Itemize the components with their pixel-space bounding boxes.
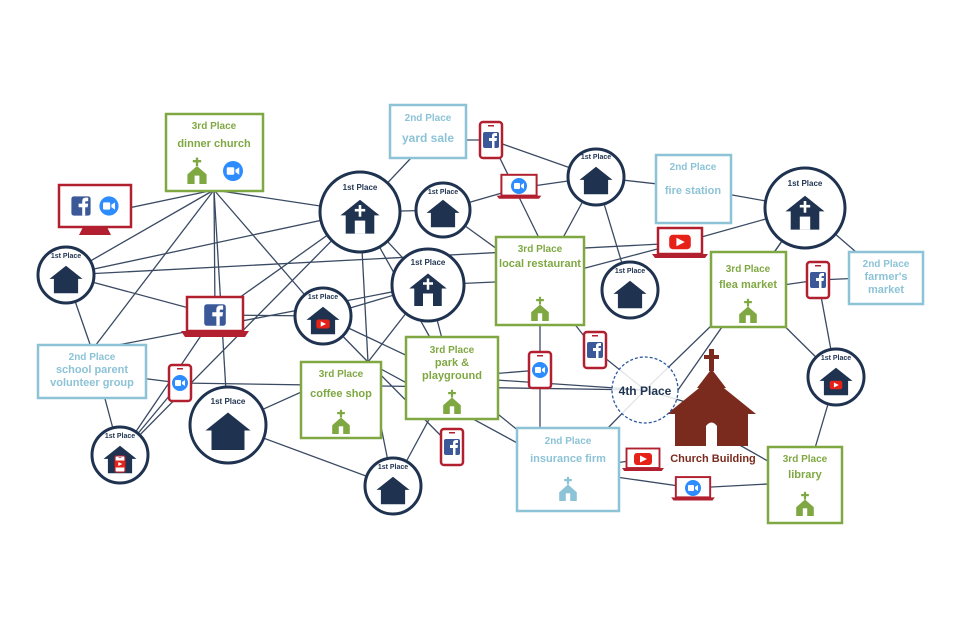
phone-icon [478,120,504,160]
fourth-place-label: 4th Place [619,384,672,398]
first-place-label: 1st Place [378,464,408,471]
first-place-node: 1st Place [318,170,402,254]
third-place-dinner-church: 3rd Place dinner church [164,112,265,193]
facebook-icon [444,439,460,455]
school-group-label: school parent volunteer group [50,364,134,389]
phone-icon [439,427,465,467]
zoom-icon [99,196,119,216]
first-place-node: 1st Place [600,260,660,320]
third-place-coffee-shop: 3rd Place coffee shop [299,360,383,440]
third-place-park-playground: 3rd Place park & playground [404,335,500,421]
first-place-label: 1st Place [308,294,338,301]
first-place-node: 1st Place [390,247,466,323]
first-place-node: 1st Place [363,456,423,516]
church-icon [667,349,756,446]
laptop-icon [650,226,710,260]
park-playground-label: park & playground [422,357,482,382]
coffee-shop-label: coffee shop [310,388,372,400]
dinner-church-label: dinner church [177,138,251,150]
church-building-label: Church Building [670,453,756,465]
first-place-label: 1st Place [51,253,81,260]
first-place-node: 1st Place [763,166,847,250]
laptop-icon [495,173,543,200]
first-place-node: 1st Place [293,286,353,346]
facebook-icon [810,272,826,288]
facebook-icon [204,304,226,326]
second-place-fire-station: 2nd Place fire station [654,153,733,225]
insurance-firm-label: insurance firm [530,453,606,465]
first-place-node: 1st Place [36,245,96,305]
first-place-label: 1st Place [615,268,645,275]
third-place-label: 3rd Place [430,345,475,356]
phone-icon [582,330,608,370]
youtube-icon [634,453,652,465]
first-place-node: 1st Place [90,425,150,485]
third-place-local-restaurant: 3rd Place local restaurant [494,235,586,327]
zoom-icon [511,178,527,194]
second-place-label: 2nd Place [545,436,592,447]
facebook-icon [587,342,603,358]
flea-market-label: flea market [719,279,777,291]
first-place-node: 1st Place [188,385,268,465]
first-place-label: 1st Place [105,433,135,440]
first-place-label: 1st Place [428,189,458,196]
second-place-label: 2nd Place [69,352,116,363]
first-place-label: 1st Place [821,355,851,362]
first-place-label: 1st Place [411,258,446,267]
phone-icon [527,350,553,390]
farmers-market-label: farmer's market [864,271,908,296]
phone-icon [114,455,126,473]
second-place-insurance-firm: 2nd Place insurance firm [515,426,621,513]
library-label: library [788,469,823,481]
third-place-flea-market: 3rd Place flea market [709,250,788,329]
second-place-school-group: 2nd Place school parent volunteer group [36,343,148,400]
first-place-node: 1st Place [414,181,472,239]
first-place-label: 1st Place [343,183,378,192]
laptop-icon [621,447,665,472]
first-place-label: 1st Place [211,397,246,406]
second-place-label: 2nd Place [405,113,452,124]
zoom-icon [685,480,701,496]
first-place-label: 1st Place [581,154,611,161]
second-place-label: 2nd Place [863,259,910,270]
yard-sale-label: yard sale [402,131,454,145]
zoom-icon [223,161,243,181]
phone-icon [805,260,831,300]
laptop-icon [670,476,716,502]
third-place-label: 3rd Place [783,454,828,465]
phone-icon [167,363,193,403]
fire-station-label: fire station [665,185,722,197]
youtube-icon [316,319,330,329]
youtube-icon [829,380,843,390]
youtube-icon [669,234,691,250]
zoom-icon [532,362,548,378]
monitor-icon [57,183,133,235]
second-place-label: 2nd Place [670,162,717,173]
zoom-icon [172,375,188,391]
first-place-label: 1st Place [788,179,823,188]
second-place-farmers-market: 2nd Place farmer's market [847,250,925,306]
third-place-label: 3rd Place [518,244,563,255]
second-place-yard-sale: 2nd Place yard sale [388,103,468,160]
third-place-library: 3rd Place library [766,445,844,525]
third-place-label: 3rd Place [192,121,237,132]
third-place-label: 3rd Place [319,369,364,380]
third-place-label: 3rd Place [726,264,771,275]
first-place-node: 1st Place [806,347,866,407]
facebook-icon [483,132,499,148]
laptop-icon [181,295,249,337]
fourth-place-node: 4th Place [611,356,679,424]
first-place-node: 1st Place [566,147,626,207]
facebook-icon [71,196,91,216]
local-restaurant-label: local restaurant [499,258,581,270]
